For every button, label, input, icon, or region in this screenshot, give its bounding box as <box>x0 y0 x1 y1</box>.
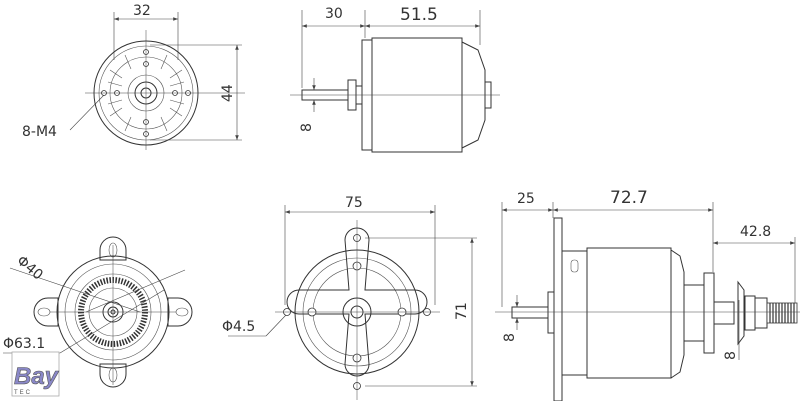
dim-phi40: Φ40 <box>13 253 45 284</box>
side-mount-view: 25 72.7 42.8 8 8 <box>495 188 800 401</box>
dim-phi63-1: Φ63.1 <box>3 336 45 352</box>
dim-71: 71 <box>454 302 470 320</box>
dim-75: 75 <box>345 195 363 211</box>
dim-phi4-5: Φ4.5 <box>222 319 255 335</box>
dim-32: 32 <box>133 3 151 19</box>
svg-text:TEC: TEC <box>14 390 32 396</box>
dim-44: 44 <box>220 84 236 102</box>
dim-25: 25 <box>517 191 535 207</box>
svg-text:Bay: Bay <box>14 363 60 390</box>
dim-30: 30 <box>325 6 343 22</box>
holes-label: 8-M4 <box>22 124 57 140</box>
side-view-small: 30 51.5 8 <box>290 5 500 153</box>
dim-8-shaft: 8 <box>502 333 518 342</box>
front-view-small: 32 44 8-M4 <box>22 3 245 150</box>
dim-51-5: 51.5 <box>400 5 438 25</box>
dim-8-rear: 8 <box>723 351 739 360</box>
front-mount-view: 75 71 Φ4.5 <box>222 195 477 400</box>
dim-8-top: 8 <box>299 123 315 132</box>
dim-72-7: 72.7 <box>610 188 648 208</box>
bay-tec-logo: Bay TEC <box>11 351 60 397</box>
dim-42-8: 42.8 <box>740 224 771 240</box>
